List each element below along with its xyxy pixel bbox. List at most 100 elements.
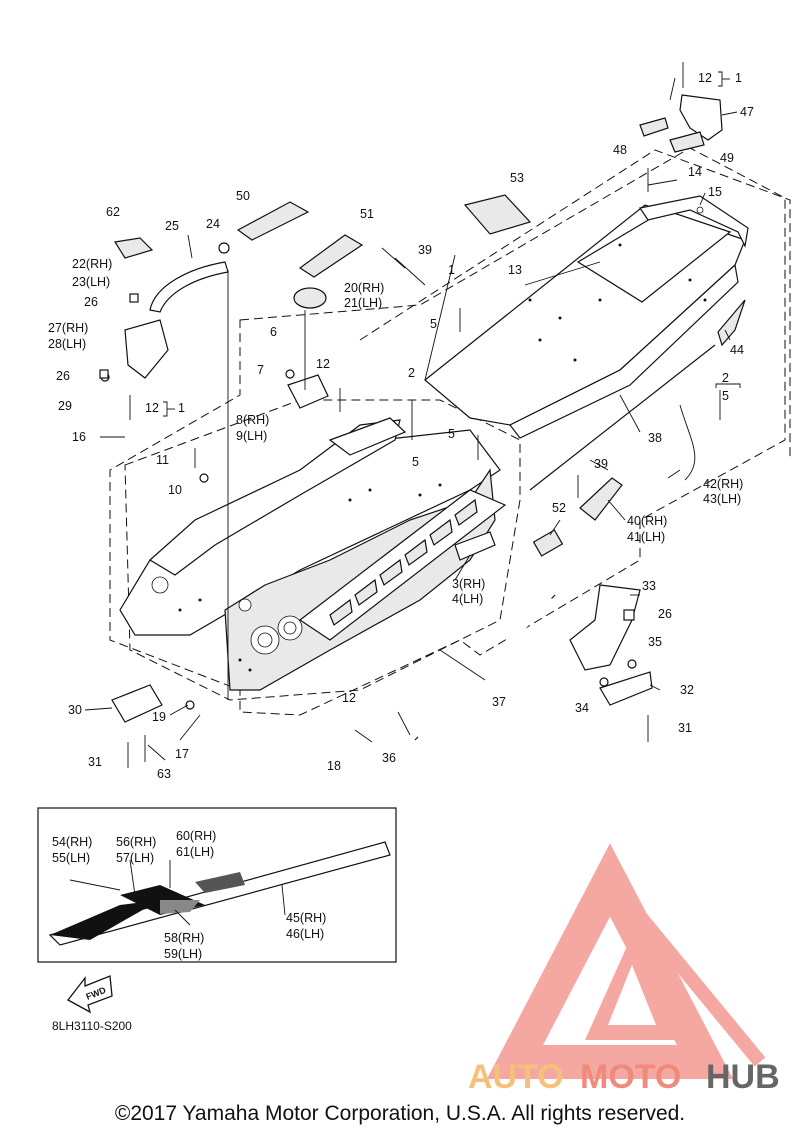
callout-12b: 12: [316, 357, 330, 371]
callout-44: 44: [730, 343, 744, 357]
part-22-handle-bar: [149, 261, 229, 313]
callout-31b: 31: [678, 721, 692, 735]
callout-57: 57(LH): [116, 851, 154, 865]
inner-brace: [328, 417, 407, 456]
chassis-frame: [119, 419, 507, 691]
callout-17: 17: [175, 747, 189, 761]
part-48-pad: [639, 117, 669, 137]
callout-18: 18: [327, 759, 341, 773]
assembly-2-boundary: [124, 399, 521, 701]
callout-31a: 31: [88, 755, 102, 769]
callout-12c: 12: [145, 401, 159, 415]
callout-1b: 1: [448, 263, 455, 277]
callout-58: 58(RH): [164, 931, 204, 945]
diagram-code: 8LH3110-S200: [52, 1019, 132, 1033]
callout-8: 8(RH): [236, 413, 269, 427]
rear-bumper-bracket: [639, 195, 749, 248]
callout-labels: 12 1 47 48 49 14 15 53 50 51 62 25 24 39…: [48, 71, 754, 961]
callout-56: 56(RH): [116, 835, 156, 849]
callout-36: 36: [382, 751, 396, 765]
callout-39: 39: [418, 243, 432, 257]
callout-60: 60(RH): [176, 829, 216, 843]
callout-50: 50: [236, 189, 250, 203]
callout-1c: 1: [178, 401, 185, 415]
part-30-handle: [111, 684, 163, 723]
callout-52: 52: [552, 501, 566, 515]
callout-27: 27(RH): [48, 321, 88, 335]
watermark-logo: [486, 843, 766, 1079]
part-3-bracket: [454, 531, 496, 561]
callout-2b: 2: [722, 371, 729, 385]
callout-15: 15: [708, 185, 722, 199]
callout-39b: 39: [594, 457, 608, 471]
part-42-strap: [679, 404, 696, 481]
part-50-pad: [236, 201, 310, 241]
part-40-cover: [579, 477, 623, 521]
callout-40: 40(RH): [627, 514, 667, 528]
callout-10: 10: [168, 483, 182, 497]
callout-38: 38: [648, 431, 662, 445]
callout-19: 19: [152, 710, 166, 724]
callout-29: 29: [58, 399, 72, 413]
callout-12: 12: [698, 71, 712, 85]
callout-32: 32: [680, 683, 694, 697]
callout-13: 13: [508, 263, 522, 277]
watermark-auto: AUTO: [468, 1058, 564, 1096]
callout-7: 7: [257, 363, 264, 377]
callout-11: 11: [156, 453, 169, 467]
callout-5c: 5: [448, 427, 455, 441]
decal-inset: [37, 807, 397, 963]
callout-51: 51: [360, 207, 374, 221]
callout-5a: 5: [430, 317, 437, 331]
part-27-bracket: [124, 319, 169, 379]
callout-9: 9(LH): [236, 429, 267, 443]
callout-33: 33: [642, 579, 656, 593]
callout-43: 43(LH): [703, 492, 741, 506]
callout-14: 14: [688, 165, 702, 179]
callout-26c: 26: [658, 607, 672, 621]
callout-24: 24: [206, 217, 220, 231]
callout-6: 6: [270, 325, 277, 339]
copyright-notice: ©2017 Yamaha Motor Corporation, U.S.A. A…: [114, 1102, 686, 1125]
part-20-grommet: [293, 287, 327, 309]
callout-53: 53: [510, 171, 524, 185]
callout-4: 4(LH): [452, 592, 483, 606]
callout-26a: 26: [84, 295, 98, 309]
part-33-plate: [569, 584, 641, 671]
part-37-bar-inner: [414, 595, 554, 739]
callout-46: 46(LH): [286, 927, 324, 941]
part-49-pad: [669, 131, 705, 153]
callout-41: 41(LH): [627, 530, 665, 544]
callout-26b: 26: [56, 369, 70, 383]
callout-5d: 5: [412, 455, 419, 469]
callout-2a: 2: [408, 366, 415, 380]
part-44-flap: [717, 299, 746, 347]
callout-63: 63: [157, 767, 171, 781]
callout-5b: 5: [722, 389, 729, 403]
callout-23: 23(LH): [72, 275, 110, 289]
callout-61: 61(LH): [176, 845, 214, 859]
callout-54: 54(RH): [52, 835, 92, 849]
watermark-moto: MOTO: [580, 1058, 681, 1096]
callout-45: 45(RH): [286, 911, 326, 925]
callout-12d: 12: [342, 691, 356, 705]
tunnel-top: [424, 204, 746, 439]
part-53-plate: [463, 194, 532, 235]
callout-1: 1: [735, 71, 742, 85]
assembly-1-boundary: [109, 147, 786, 716]
callout-37: 37: [492, 695, 506, 709]
part-8-bracket: [287, 374, 329, 409]
part-62-cover: [114, 237, 154, 259]
part-32-handle: [599, 671, 653, 706]
fasteners: [99, 62, 684, 768]
lattice-holes: [329, 498, 478, 626]
callout-21: 21(LH): [344, 296, 382, 310]
fwd-arrow-icon: FWD: [67, 975, 113, 1014]
callout-42: 42(RH): [703, 477, 743, 491]
part-52-bumper: [532, 529, 564, 557]
callout-20: 20(RH): [344, 281, 384, 295]
leader-lines: [84, 77, 738, 761]
callout-49: 49: [720, 151, 734, 165]
callout-3: 3(RH): [452, 577, 485, 591]
